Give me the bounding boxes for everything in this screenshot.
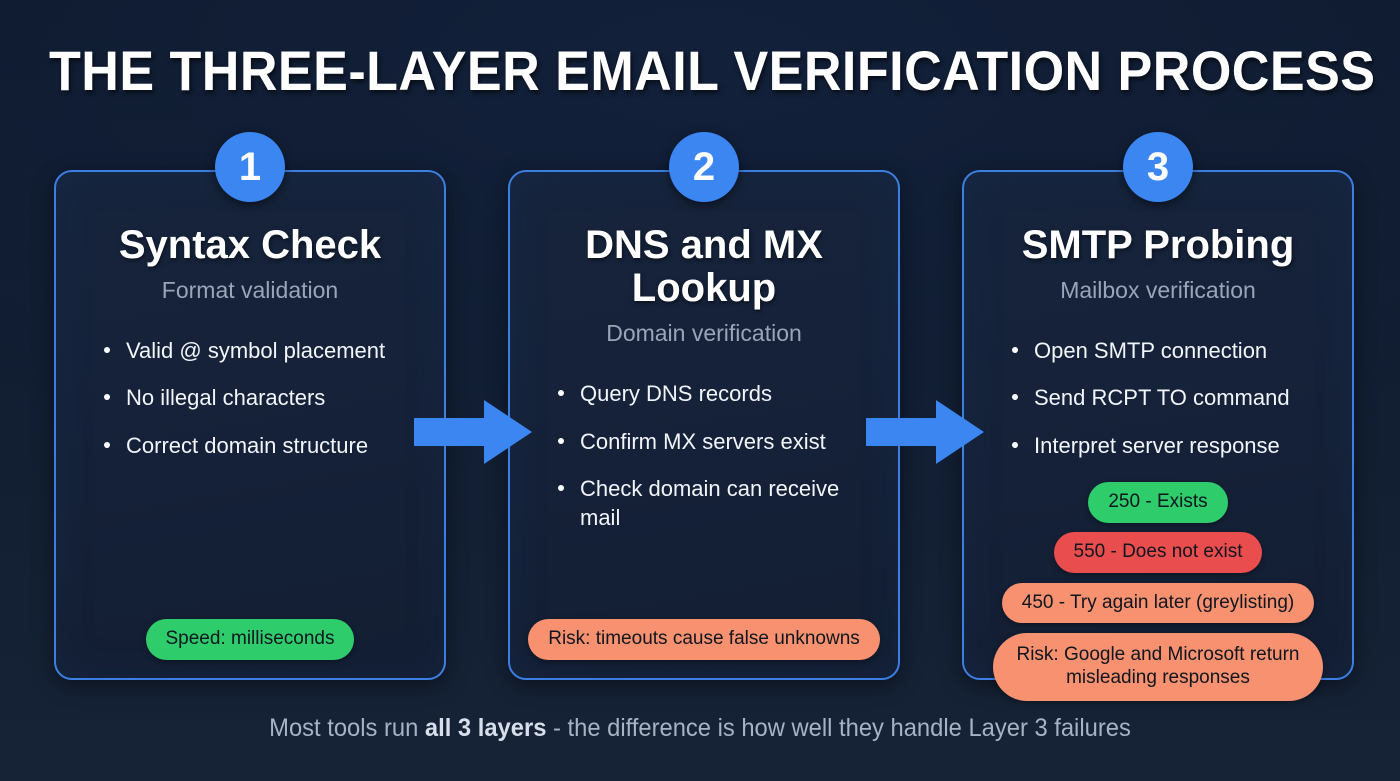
process-card-3: 3 SMTP Probing Mailbox verification Open…	[962, 132, 1354, 701]
process-cards-row: 1 Syntax Check Format validation Valid @…	[54, 132, 1354, 701]
status-badge-risk-providers: Risk: Google and Microsoft return mislea…	[993, 633, 1323, 701]
card-bullet-list-1: Valid @ symbol placement No illegal char…	[78, 336, 422, 478]
list-item: Valid @ symbol placement	[102, 336, 422, 365]
card-spacer-2	[532, 550, 876, 619]
process-card-1: 1 Syntax Check Format validation Valid @…	[54, 132, 446, 680]
step-number-badge-2: 2	[669, 132, 739, 202]
status-badge-speed: Speed: milliseconds	[145, 619, 355, 660]
card-subtitle-3: Mailbox verification	[1060, 277, 1256, 304]
card-spacer-1	[78, 478, 422, 619]
status-badge-code-250: 250 - Exists	[1088, 481, 1228, 523]
card-subtitle-2: Domain verification	[606, 320, 802, 347]
card-footer-pill-wrap-1: Speed: milliseconds	[78, 619, 422, 660]
page-title: THE THREE-LAYER EMAIL VERIFICATION PROCE…	[49, 39, 1376, 102]
step-number-badge-3: 3	[1123, 132, 1193, 202]
card-footer-pill-wrap-2: Risk: timeouts cause false unknowns	[528, 619, 880, 660]
arrow-right-icon-step-1-to-2	[414, 400, 532, 464]
list-item: Check domain can receive mail	[556, 474, 876, 533]
smtp-response-codes: 250 - Exists 550 - Does not exist 450 - …	[986, 481, 1330, 633]
footer-note-suffix: - the difference is how well they handle…	[546, 714, 1131, 742]
card-footer-pill-wrap-3: Risk: Google and Microsoft return mislea…	[986, 633, 1330, 701]
card-title-1: Syntax Check	[118, 223, 382, 267]
footer-note: Most tools run all 3 layers - the differ…	[35, 714, 1365, 743]
status-badge-risk-timeouts: Risk: timeouts cause false unknowns	[528, 619, 880, 660]
list-item: No illegal characters	[102, 383, 422, 412]
card-subtitle-1: Format validation	[161, 277, 339, 304]
card-title-3: SMTP Probing	[1021, 223, 1295, 267]
list-item: Open SMTP connection	[1010, 336, 1330, 365]
card-bullet-list-2: Query DNS records Confirm MX servers exi…	[532, 379, 876, 550]
list-item: Correct domain structure	[102, 431, 422, 460]
process-card-2: 2 DNS and MX Lookup Domain verification …	[508, 132, 900, 680]
smtp-code-row-2: 450 - Try again later (greylisting)	[986, 582, 1330, 624]
list-item: Query DNS records	[556, 379, 876, 408]
list-item: Confirm MX servers exist	[556, 427, 876, 456]
arrow-right-icon-step-2-to-3	[866, 400, 984, 464]
step-number-badge-1: 1	[215, 132, 285, 202]
card-title-2: DNS and MX Lookup	[585, 223, 823, 311]
smtp-code-row-1: 250 - Exists 550 - Does not exist	[986, 481, 1330, 573]
list-item: Interpret server response	[1010, 431, 1330, 460]
footer-note-prefix: Most tools run	[269, 714, 425, 742]
card-bullet-list-3: Open SMTP connection Send RCPT TO comman…	[986, 336, 1330, 478]
status-badge-code-550: 550 - Does not exist	[1053, 531, 1263, 573]
list-item: Send RCPT TO command	[1010, 383, 1330, 412]
status-badge-code-450: 450 - Try again later (greylisting)	[1001, 582, 1315, 624]
footer-note-strong: all 3 layers	[424, 714, 547, 742]
